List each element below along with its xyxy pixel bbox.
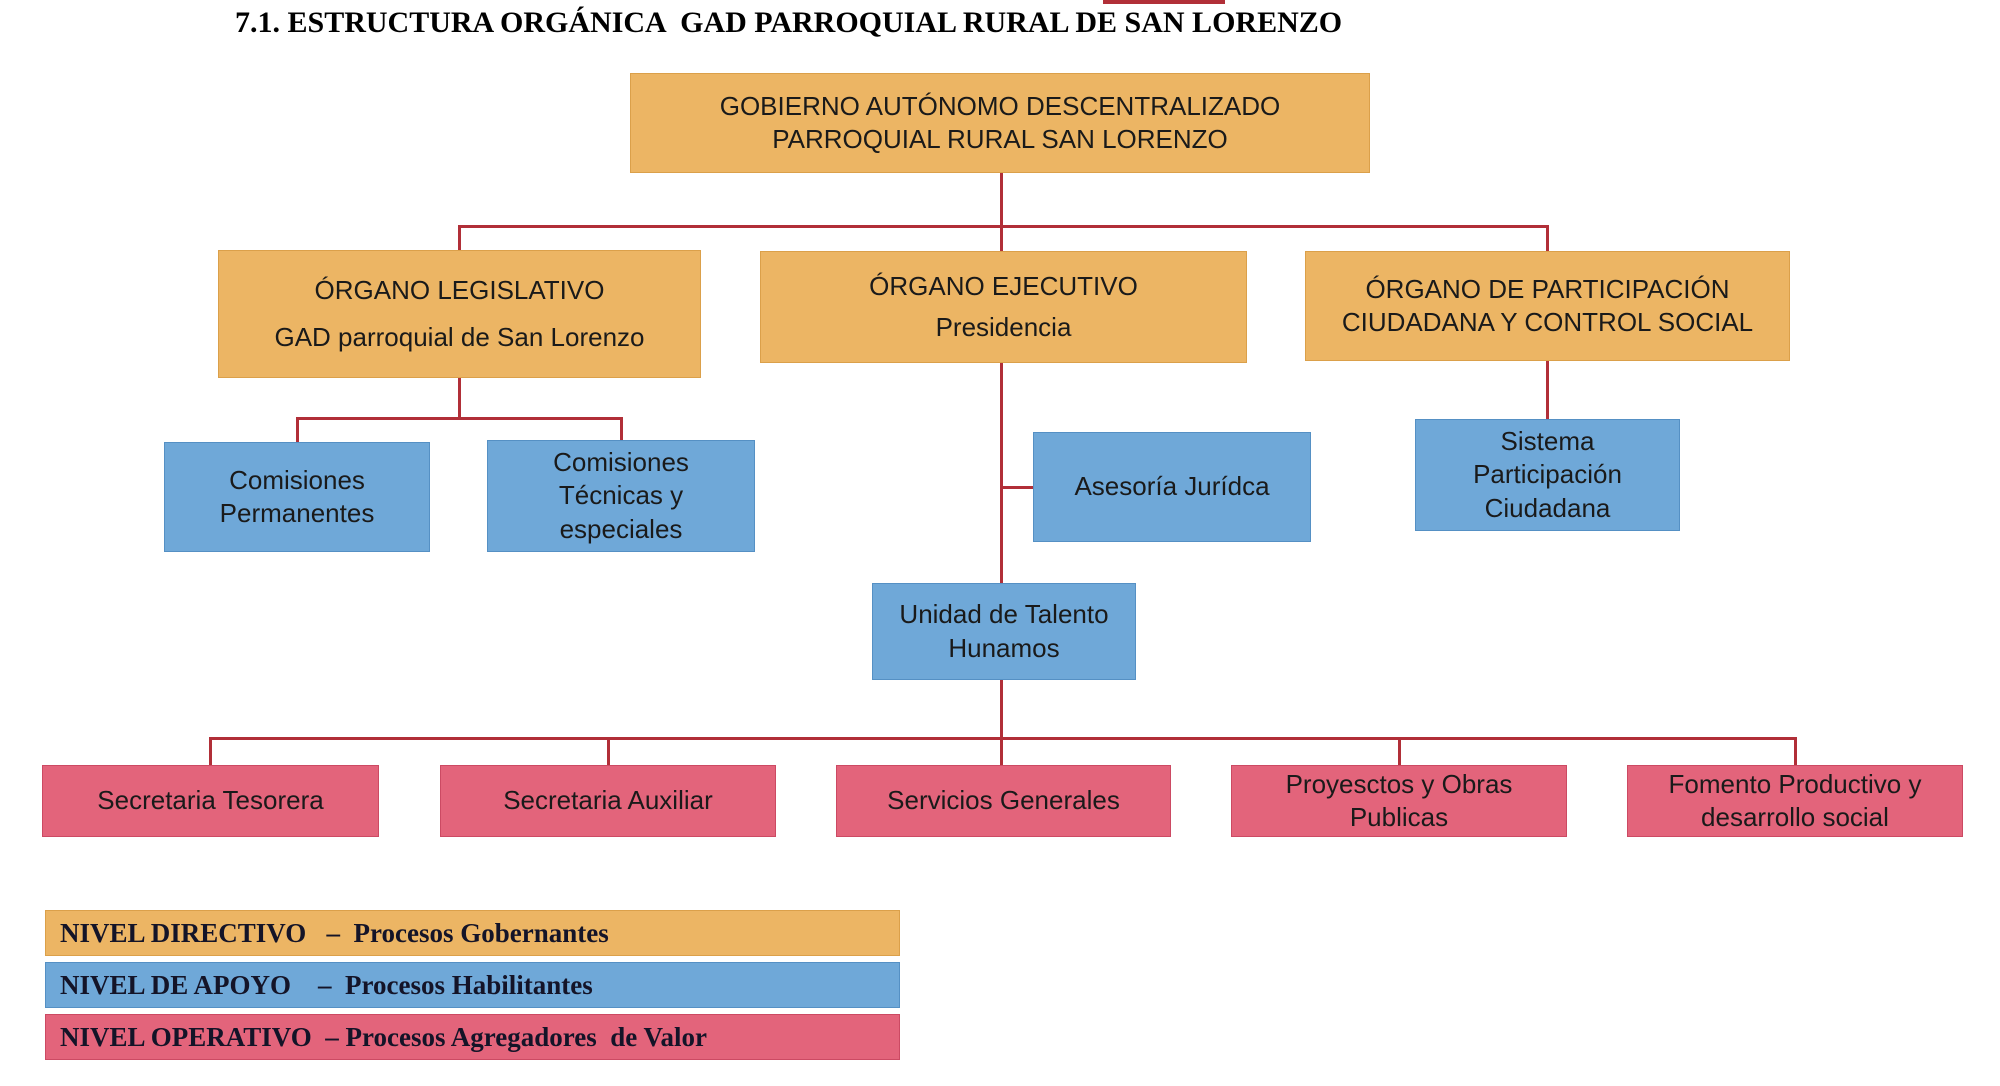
node-title: ÓRGANO EJECUTIVO [869,270,1138,301]
connector-line [1000,363,1003,585]
node-title: ÓRGANO LEGISLATIVO [314,275,605,306]
connector-line [1000,225,1003,253]
legend-label: NIVEL DE APOYO – Procesos Habilitantes [60,969,593,1000]
connector-line [1546,361,1549,421]
legend-item-nivel-apoyo: NIVEL DE APOYO – Procesos Habilitantes [45,962,900,1008]
connector-line [1000,737,1003,767]
connector-line [1794,737,1797,767]
red-rule-fragment [1103,0,1225,4]
connector-line [1000,486,1035,489]
node-unidad-talento-humano: Unidad de Talento Hunamos [872,583,1136,680]
node-proyectos-obras-publicas: Proyesctos y Obras Publicas [1231,765,1567,837]
node-organo-participacion: ÓRGANO DE PARTICIPACIÓN CIUDADANA Y CONT… [1305,251,1790,361]
node-secretaria-auxiliar: Secretaria Auxiliar [440,765,776,837]
node-gad-parroquial-root: GOBIERNO AUTÓNOMO DESCENTRALIZADO PARROQ… [630,73,1370,173]
connector-line [296,417,623,420]
connector-line [458,225,1549,228]
legend-item-nivel-operativo: NIVEL OPERATIVO – Procesos Agregadores d… [45,1014,900,1060]
node-organo-legislativo: ÓRGANO LEGISLATIVO GAD parroquial de San… [218,250,701,378]
page-title: 7.1. ESTRUCTURA ORGÁNICA GAD PARROQUIAL … [235,6,1343,39]
legend-item-nivel-directivo: NIVEL DIRECTIVO – Procesos Gobernantes [45,910,900,956]
node-secretaria-tesorera: Secretaria Tesorera [42,765,379,837]
legend-label: NIVEL OPERATIVO – Procesos Agregadores d… [60,1021,707,1052]
node-comisiones-tecnicas: Comisiones Técnicas y especiales [487,440,755,552]
connector-line [1000,173,1003,227]
connector-line [296,417,299,444]
connector-line [458,225,461,252]
node-subtitle: GAD parroquial de San Lorenzo [274,321,645,352]
connector-line [607,737,610,767]
connector-line [209,737,212,767]
connector-line [1398,737,1401,767]
node-organo-ejecutivo: ÓRGANO EJECUTIVO Presidencia [760,251,1247,363]
node-comisiones-permanentes: Comisiones Permanentes [164,442,430,552]
node-servicios-generales: Servicios Generales [836,765,1171,837]
connector-line [620,417,623,442]
node-asesoria-juridica: Asesoría Jurídca [1033,432,1311,542]
connector-line [458,378,461,419]
node-sistema-participacion: Sistema Participación Ciudadana [1415,419,1680,531]
connector-line [1000,680,1003,740]
node-subtitle: Presidencia [935,312,1072,342]
connector-line [1546,225,1549,253]
node-fomento-productivo: Fomento Productivo y desarrollo social [1627,765,1963,837]
legend-label: NIVEL DIRECTIVO – Procesos Gobernantes [60,917,609,948]
